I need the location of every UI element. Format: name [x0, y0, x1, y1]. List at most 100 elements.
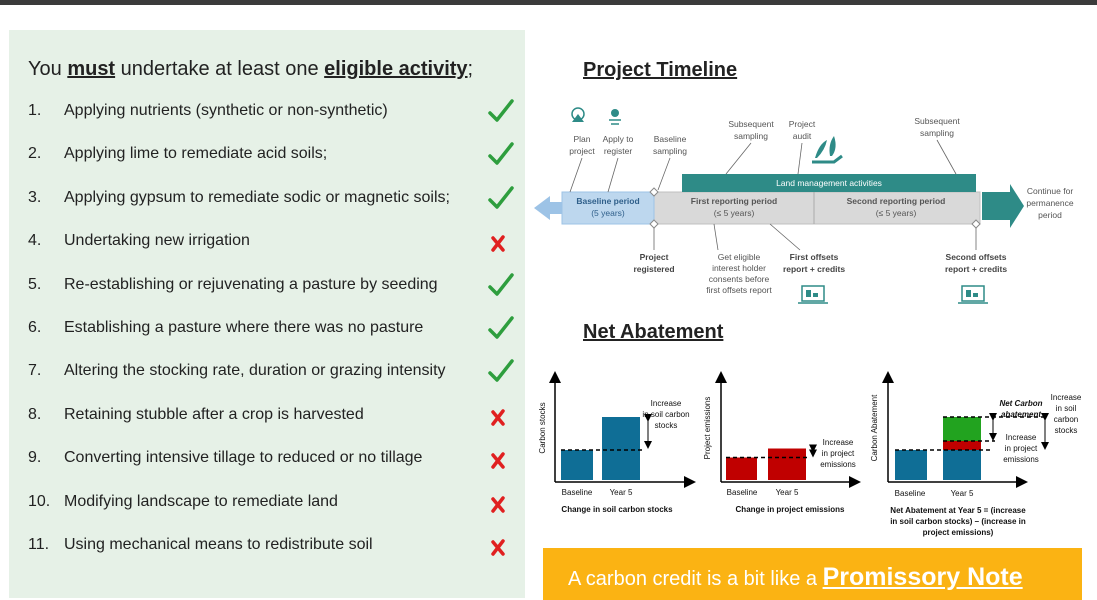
project-emissions-chart: Project emissions Increase in project em… — [703, 371, 861, 514]
cross-icon — [491, 409, 505, 426]
net-label-2: abatement — [1001, 410, 1041, 419]
subsequent-sampling2-label-2: sampling — [920, 128, 954, 138]
net-label-1: Net Carbon — [999, 399, 1042, 408]
annotation-3: emissions — [820, 460, 856, 469]
bottom-pointer-lines — [653, 223, 977, 251]
activity-number: 9. — [28, 449, 42, 467]
report-icon — [798, 285, 828, 304]
project-audit-label-2: audit — [793, 131, 812, 141]
subsequent-sampling-label-1: Subsequent — [728, 119, 774, 129]
activity-row: 3.Applying gypsum to remediate sodic or … — [9, 185, 525, 215]
tick-year5: Year 5 — [776, 488, 799, 497]
annotation-1: Increase — [823, 438, 854, 447]
inc-soil-2: in soil — [1056, 404, 1077, 413]
panel-heading: You must undertake at least one eligible… — [28, 58, 473, 81]
chart-caption-2: in soil carbon stocks) – (increase in — [890, 517, 1026, 526]
first-offsets-label-1: First offsets — [790, 252, 839, 262]
activity-number: 8. — [28, 405, 42, 423]
plant-hand-icon — [812, 136, 843, 164]
cross-icon — [491, 539, 505, 556]
activity-number: 10. — [28, 492, 51, 510]
subsequent-sampling2-label-1: Subsequent — [914, 116, 960, 126]
cross-icon — [491, 452, 505, 469]
continue-label-2: permanence — [1026, 198, 1074, 208]
tick-year5: Year 5 — [951, 489, 974, 498]
heading-text: undertake at least one — [115, 58, 325, 80]
activity-text: Applying lime to remediate acid soils; — [64, 145, 328, 163]
activity-row: 10. Modifying landscape to remediate land — [9, 489, 525, 519]
bar-baseline — [726, 457, 757, 480]
bar-baseline — [561, 450, 593, 480]
activity-text: Modifying landscape to remediate land — [64, 492, 338, 510]
activity-text: Retaining stubble after a crop is harves… — [64, 405, 364, 423]
inc-emissions-1: Increase — [1006, 433, 1037, 442]
registered-label-1: Project — [640, 252, 669, 262]
chart-caption: Change in project emissions — [736, 505, 845, 514]
activity-row: 11. Using mechanical means to redistribut… — [9, 532, 525, 562]
activity-row: 2. Applying lime to remediate acid soils; — [9, 141, 525, 171]
heading-text: ; — [467, 58, 474, 80]
inc-soil-4: stocks — [1055, 426, 1078, 435]
cross-icon — [491, 495, 505, 513]
check-icon — [488, 142, 514, 166]
second-period-label: Second reporting period — [847, 196, 946, 206]
plan-label-2: project — [569, 146, 595, 156]
tick-baseline: Baseline — [895, 489, 926, 498]
right-arrow — [982, 184, 1024, 228]
annotation-2: in project — [822, 449, 855, 458]
bar-baseline — [895, 450, 927, 480]
left-arrow — [534, 196, 562, 220]
soil-carbon-chart: Carbon stocks Increase in soil carbon st… — [538, 371, 696, 514]
check-icon — [488, 316, 514, 339]
activity-number: 11. — [28, 536, 50, 553]
banner-text: A carbon credit is a bit like a Promisso… — [568, 563, 1023, 592]
activity-row: 7.Altering the stocking rate, duration o… — [9, 358, 525, 388]
baseline-sampling-label-1: Baseline — [654, 134, 687, 144]
activity-number: 2. — [28, 145, 42, 163]
activity-text: Re-establishing or rejuvenating a pastur… — [64, 275, 438, 293]
activity-text: Applying nutrients (synthetic or non-syn… — [64, 102, 388, 119]
milestone-diamond — [649, 187, 659, 197]
promissory-note-banner: A carbon credit is a bit like a Promisso… — [543, 548, 1082, 600]
chart-caption-1: Net Abatement at Year 5 = (increase — [890, 506, 1026, 515]
activity-text: Using mechanical means to redistribute s… — [64, 536, 373, 553]
inc-soil-3: carbon — [1054, 415, 1078, 424]
cross-icon — [491, 235, 505, 252]
activity-number: 3. — [28, 188, 42, 206]
first-period-label: First reporting period — [691, 196, 777, 206]
top-pointer-lines — [569, 139, 957, 193]
apply-register-icon — [609, 109, 621, 125]
inc-emissions-2: in project — [1005, 444, 1038, 453]
baseline-period-years: (5 years) — [591, 208, 625, 218]
consent-label-1: Get eligible — [718, 252, 761, 262]
top-border — [0, 0, 1097, 5]
apply-label-1: Apply to — [603, 134, 634, 144]
plan-label-1: Plan — [573, 134, 590, 144]
check-icon — [488, 186, 514, 209]
first-period-years: (≤ 5 years) — [714, 208, 755, 218]
activity-text: Undertaking new irrigation — [64, 232, 250, 250]
timeline-diagram: Baseline period (5 years) Land managemen… — [534, 107, 1074, 304]
activity-text: Altering the stocking rate, duration or … — [64, 362, 446, 380]
bar-net-segment — [943, 417, 981, 441]
check-icon — [488, 272, 514, 296]
annotation-1: Increase — [651, 399, 682, 408]
inc-soil-1: Increase — [1051, 393, 1082, 402]
first-offsets-label-2: report + credits — [783, 264, 845, 274]
second-period-years: (≤ 5 years) — [876, 208, 917, 218]
heading-eligible: eligible activity — [324, 58, 468, 80]
tick-baseline: Baseline — [727, 488, 758, 497]
land-management-bar — [682, 174, 976, 192]
activity-text: Converting intensive tillage to reduced … — [64, 449, 423, 467]
continue-label-1: Continue for — [1027, 186, 1073, 196]
timeline-title: Project Timeline — [583, 59, 738, 81]
second-offsets-label-1: Second offsets — [946, 252, 1007, 262]
activity-row: 4.Undertaking new irrigation — [9, 228, 525, 258]
activity-row: 1.Applying nutrients (synthetic or non-s… — [9, 98, 525, 128]
activity-row: 5.Re-establishing or rejuvenating a past… — [9, 272, 525, 302]
project-audit-label-1: Project — [789, 119, 816, 129]
bar-year5 — [768, 448, 806, 480]
activity-row: 6.Establishing a pasture where there was… — [9, 315, 525, 345]
y-axis-label: Carbon stocks — [538, 402, 547, 453]
abatement-title: Net Abatement — [583, 321, 724, 343]
